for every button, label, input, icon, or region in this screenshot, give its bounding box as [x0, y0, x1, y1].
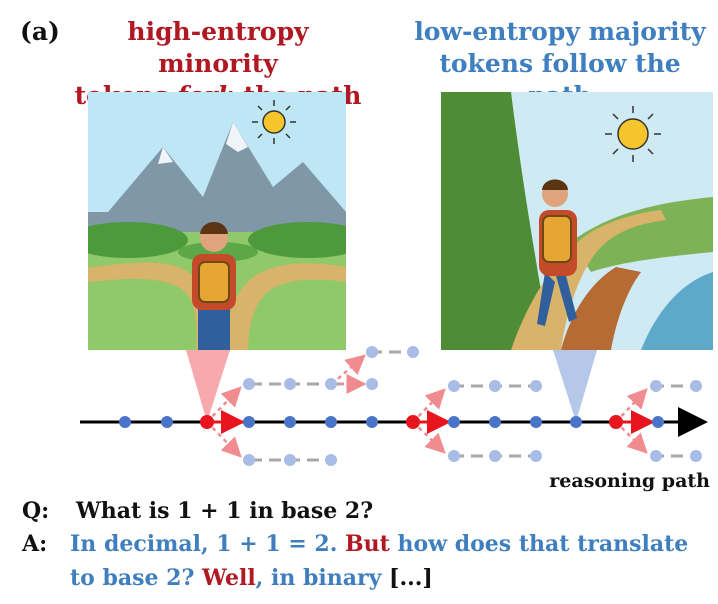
token-path-diagram: reasoning path: [80, 346, 710, 492]
hiker-icon: [192, 222, 236, 350]
answer-segment: to base 2?: [70, 565, 203, 591]
panel-label: (a): [20, 17, 60, 46]
sun-icon: [252, 100, 296, 144]
follow-illustration: [441, 92, 713, 350]
answer-segment: In decimal, 1 + 1 = 2.: [70, 531, 346, 557]
answer-line-2: to base 2? Well, in binary [...]: [70, 561, 433, 595]
fork-cone: [186, 350, 230, 422]
answer-fork-token: But: [345, 531, 390, 557]
axis-label: reasoning path: [549, 470, 710, 492]
hiker-icon: [537, 179, 577, 326]
right-caption-line1: low-entropy majority: [414, 17, 706, 46]
answer-segment: , in binary: [255, 565, 390, 591]
question-text: What is 1 + 1 in base 2?: [76, 498, 374, 524]
answer-segment: how does that translate: [389, 531, 689, 557]
question-tag: Q:: [22, 498, 50, 524]
follow-cone: [553, 350, 597, 422]
answer-ellipsis: [...]: [389, 565, 433, 591]
sun-icon: [605, 106, 661, 162]
answer-line-1: In decimal, 1 + 1 = 2. But how does that…: [70, 527, 688, 561]
answer-fork-token: Well: [202, 565, 256, 591]
left-caption-line1: high-entropy minority: [127, 17, 309, 78]
fork-illustration: [88, 92, 346, 350]
answer-tag: A:: [22, 531, 48, 557]
